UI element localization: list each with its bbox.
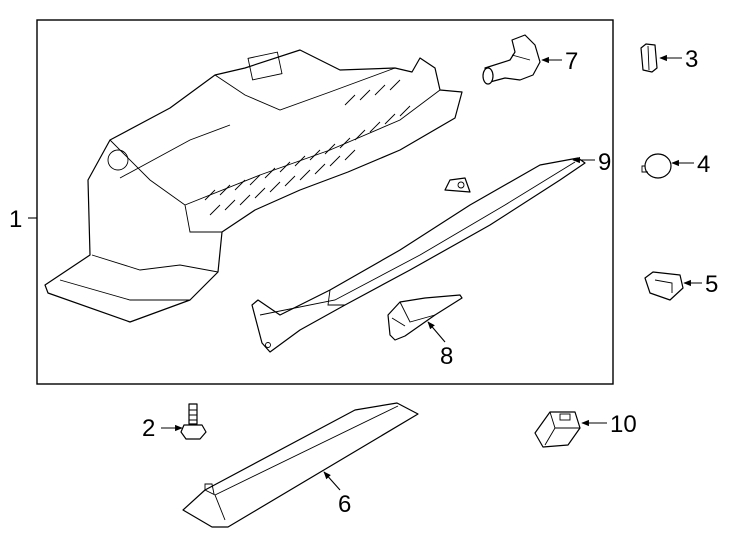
- callout-9: 9: [598, 149, 611, 176]
- handle-trim: [251, 157, 586, 353]
- callout-7: 7: [565, 48, 578, 75]
- callout-2: 2: [142, 415, 155, 442]
- callout-6: 6: [338, 491, 351, 518]
- callout-8: 8: [440, 343, 453, 370]
- callout-4: 4: [697, 151, 710, 178]
- control-module: [534, 411, 581, 448]
- bin-ribs: [204, 79, 411, 216]
- assembly-frame: [36, 19, 614, 385]
- callout-10: 10: [610, 411, 637, 438]
- lamp-socket: [482, 34, 541, 85]
- bumper: [641, 153, 672, 179]
- retainer: [644, 271, 684, 301]
- latch: [387, 294, 463, 341]
- liner: [182, 402, 419, 528]
- callout-1: 1: [9, 206, 22, 233]
- bolt: [180, 403, 207, 440]
- callout-5: 5: [705, 271, 718, 298]
- glove-box-bin: [44, 49, 463, 323]
- clip: [640, 43, 658, 73]
- callout-3: 3: [685, 46, 698, 73]
